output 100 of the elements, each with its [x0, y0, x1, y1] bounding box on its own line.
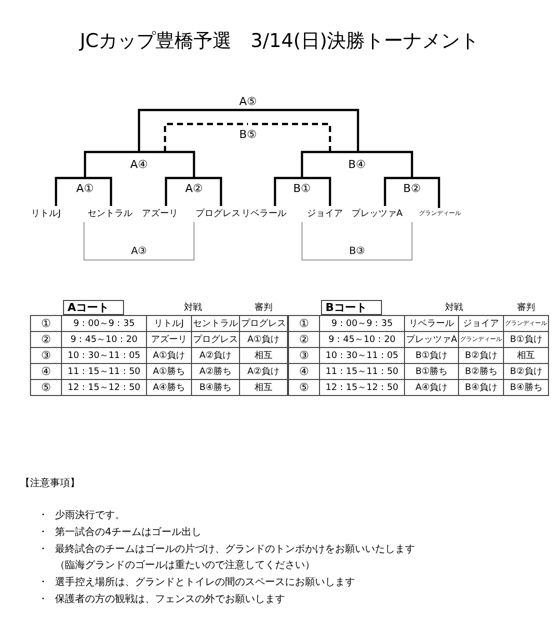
table-cell: ⑤	[288, 380, 320, 396]
match-label: B①	[293, 182, 311, 195]
table-cell: 10：30～11：05	[320, 348, 404, 364]
bracket-line	[384, 176, 412, 206]
table-cell: A①負け	[146, 348, 192, 364]
table-cell: 9：00～9：35	[62, 316, 146, 332]
bullet: ・	[38, 543, 48, 556]
table-cell: 9：45～10：20	[62, 332, 146, 348]
table-cell: リトルJ	[146, 316, 192, 332]
note-text: 選手控え場所は、グランドとトイレの間のスペースにお願いします	[55, 576, 355, 589]
team-name: リベラール	[242, 207, 286, 220]
bracket-line	[164, 176, 194, 206]
table-cell: B②勝ち	[458, 364, 504, 380]
match-label: A④	[130, 158, 148, 171]
table-cell: セントラル	[192, 316, 240, 332]
table-cell: ④	[30, 364, 62, 380]
bullet: ・	[38, 576, 48, 589]
bullet: ・	[38, 593, 48, 606]
table-cell: 12：15～12：50	[320, 380, 404, 396]
table-cell: B①勝ち	[404, 364, 459, 380]
table-cell: ④	[288, 364, 320, 380]
bracket-line	[302, 222, 358, 260]
table-cell: ①	[288, 316, 320, 332]
bracket-line	[274, 176, 302, 206]
note-text: （臨海グランドのゴールは重たいので注意してください）	[55, 558, 315, 572]
match-label: B④	[348, 158, 366, 171]
table-cell: ②	[288, 332, 320, 348]
match-label: A③	[131, 246, 147, 257]
table-cell: ブレッツァA	[404, 332, 459, 348]
court-heading: Bコート	[320, 300, 382, 315]
match-label: A②	[185, 182, 203, 195]
table-cell: B②負け	[504, 364, 549, 380]
table-cell: ①	[30, 316, 62, 332]
bracket-line	[84, 150, 139, 178]
bracket-line	[138, 108, 248, 152]
table-cell: 相互	[504, 348, 549, 364]
bracket-line	[357, 150, 414, 178]
bracket-line	[412, 176, 440, 208]
table-cell: 11：15～11：50	[62, 364, 146, 380]
match-label: B③	[349, 246, 365, 257]
bracket-line	[302, 176, 332, 206]
team-name: プログレス	[196, 207, 240, 220]
column-header: 対戦	[404, 300, 504, 316]
table-cell: B①負け	[504, 332, 549, 348]
match-label: B⑤	[239, 128, 257, 141]
team-name: セントラル	[88, 207, 132, 220]
table-cell: B②負け	[458, 348, 504, 364]
table-cell: プログレス	[240, 316, 288, 332]
team-name: ジョイア	[307, 207, 343, 220]
match-label: A①	[76, 182, 94, 195]
team-name: ブレッツァA	[351, 207, 403, 220]
table-cell: ③	[288, 348, 320, 364]
bullet: ・	[38, 509, 48, 522]
team-name: リトルJ	[31, 207, 61, 220]
table-cell: ②	[30, 332, 62, 348]
table-cell: A②負け	[192, 348, 240, 364]
table-cell: ⑤	[30, 380, 62, 396]
table-cell: リベラール	[404, 316, 459, 332]
table-cell: A④負け	[404, 380, 459, 396]
table-cell: B④勝ち	[192, 380, 240, 396]
table-cell: A④勝ち	[146, 380, 192, 396]
table-cell: B④負け	[458, 380, 504, 396]
notes-heading: 【注意事項】	[20, 476, 80, 490]
table-cell: ジョイア	[458, 316, 504, 332]
column-header: 審判	[240, 300, 288, 316]
bracket-line	[139, 150, 196, 178]
note-text: 最終試合のチームはゴールの片づけ、グランドのトンボかけをお願いいたします	[55, 542, 415, 556]
note-text: 少雨決行です。	[55, 508, 125, 522]
bracket-line	[85, 176, 112, 206]
bracket-line	[356, 222, 412, 260]
table-cell: 9：45～10：20	[320, 332, 404, 348]
team-name: アズーリ	[142, 207, 178, 220]
column-header: 審判	[504, 300, 549, 316]
table-cell: プログレス	[192, 332, 240, 348]
table-cell: ③	[30, 348, 62, 364]
table-cell: 相互	[240, 380, 288, 396]
table-cell: 相互	[240, 348, 288, 364]
note-text: 第一試合の4チームはゴール出し	[55, 526, 202, 539]
table-cell: A①勝ち	[146, 364, 192, 380]
table-cell: A①負け	[240, 332, 288, 348]
table-cell: アズーリ	[146, 332, 192, 348]
column-header: 対戦	[146, 300, 240, 316]
bracket-line	[54, 176, 85, 206]
bracket-line	[248, 108, 360, 152]
bullet: ・	[38, 526, 48, 539]
table-cell: 11：15～11：50	[320, 364, 404, 380]
note-text: 保護者の方の観戦は、フェンスの外でお願いします	[55, 592, 285, 606]
bracket-line	[300, 150, 357, 178]
court-heading: Aコート	[62, 300, 124, 315]
table-cell: 9：00～9：35	[320, 316, 404, 332]
match-label: B②	[403, 182, 421, 195]
bracket-line	[194, 176, 222, 206]
match-label: A⑤	[239, 95, 257, 108]
title: JCカップ豊橋予選 3/14(日)決勝トーナメント	[78, 29, 480, 54]
table-cell: A②勝ち	[192, 364, 240, 380]
bracket-line	[164, 122, 248, 152]
table-cell: B④勝ち	[504, 380, 549, 396]
table-cell: 12：15～12：50	[62, 380, 146, 396]
table-cell: 10：30～11：05	[62, 348, 146, 364]
bracket-line	[84, 222, 140, 260]
